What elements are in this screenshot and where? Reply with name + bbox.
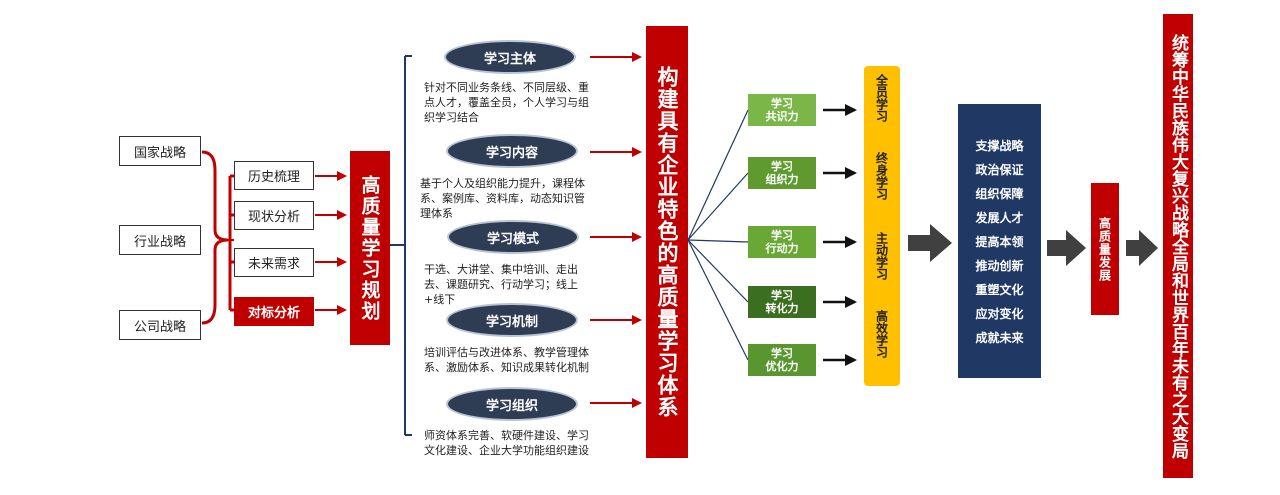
- dimension-mechanism: 学习机制: [446, 303, 578, 337]
- outcome-item: 提高本领: [975, 235, 1024, 249]
- fan-line: [687, 239, 749, 303]
- capability-line1: 学习: [771, 160, 793, 173]
- block-arrow-2: [1047, 230, 1086, 266]
- capability-line2: 转化力: [765, 302, 799, 315]
- fan-line: [687, 109, 749, 241]
- capability-line2: 优化力: [765, 360, 799, 373]
- capability-line1: 学习: [771, 97, 793, 110]
- capability-transformation: 学习 转化力: [748, 286, 816, 318]
- planning-title: 高质量学习规划: [350, 151, 390, 345]
- outcome-item: 推动创新: [975, 259, 1024, 273]
- levels-brace: [201, 150, 229, 325]
- capability-optimization: 学习 优化力: [748, 344, 816, 376]
- dimension-content: 学习内容: [446, 134, 578, 168]
- dimensions-brace: [390, 55, 412, 436]
- block-arrow-3: [1126, 230, 1158, 266]
- mode-all-staff: 全员学习: [874, 74, 889, 122]
- dimension-subject: 学习主体: [444, 40, 576, 74]
- capability-line1: 学习: [771, 289, 793, 302]
- fan-line: [687, 239, 749, 361]
- capability-organization: 学习 组织力: [748, 157, 816, 189]
- outcome-item: 支撑战略: [975, 139, 1024, 153]
- capability-action: 学习 行动力: [748, 226, 816, 258]
- system-title: 构建具有企业特色的高质量学习体系: [646, 26, 688, 458]
- outcome-item: 政治保证: [975, 163, 1024, 177]
- analysis-history: 历史梳理: [234, 161, 314, 190]
- learning-modes-panel: 全员学习 终身学习 主动学习 高效学习: [864, 66, 900, 386]
- outcomes-list: 支撑战略 政治保证 组织保障 发展人才 提高本领 推动创新 重塑文化 应对变化 …: [958, 104, 1041, 348]
- dimension-mechanism-desc: 培训评估与改进体系、教学管理体系、激励体系、知识成果转化机制: [424, 346, 589, 374]
- final-goal: 统筹中华民族伟大复兴战略全局和世界百年未有之大变局: [1163, 14, 1193, 478]
- development-title: 高质量发展: [1091, 183, 1119, 315]
- outcome-item: 成就未来: [975, 331, 1024, 345]
- outcome-item: 组织保障: [975, 187, 1024, 201]
- dimension-subject-desc: 针对不同业务条线、不同层级、重点人才，覆盖全员，个人学习与组织学习结合: [424, 81, 589, 124]
- capability-line2: 组织力: [765, 173, 799, 186]
- dimension-mode-desc: 干选、大讲堂、集中培训、走出去、课题研究、行动学习；线上+线下: [424, 263, 578, 306]
- outcome-item: 应对变化: [975, 307, 1024, 321]
- analysis-benchmark: 对标分析: [234, 297, 314, 326]
- dimension-organization-desc: 师资体系完善、软硬件建设、学习文化建设、企业大学功能组织建设: [424, 429, 589, 457]
- level-industry: 行业战略: [119, 225, 201, 255]
- level-company: 公司战略: [119, 310, 201, 340]
- mode-proactive: 主动学习: [874, 232, 889, 280]
- dimension-mode: 学习模式: [447, 220, 579, 254]
- capability-line2: 行动力: [765, 242, 799, 255]
- fan-line: [687, 239, 749, 243]
- fan-line: [687, 172, 749, 241]
- dimension-content-desc: 基于个人及组织能力提升，课程体系、案例库、资料库，动态知识管理体系: [420, 177, 585, 220]
- block-arrow-1: [908, 224, 952, 262]
- analysis-future: 未来需求: [234, 248, 314, 277]
- outcome-item: 发展人才: [975, 211, 1024, 225]
- capability-line1: 学习: [771, 347, 793, 360]
- outcome-item: 重塑文化: [975, 283, 1024, 297]
- analysis-current: 现状分析: [234, 201, 314, 230]
- outcomes-panel: 支撑战略 政治保证 组织保障 发展人才 提高本领 推动创新 重塑文化 应对变化 …: [958, 104, 1041, 378]
- capability-line1: 学习: [771, 229, 793, 242]
- capability-consensus: 学习 共识力: [748, 94, 816, 126]
- dimension-organization: 学习组织: [446, 387, 578, 421]
- level-national: 国家战略: [119, 136, 201, 166]
- capability-line2: 共识力: [765, 110, 799, 123]
- mode-lifelong: 终身学习: [874, 152, 889, 200]
- mode-efficient: 高效学习: [874, 310, 889, 358]
